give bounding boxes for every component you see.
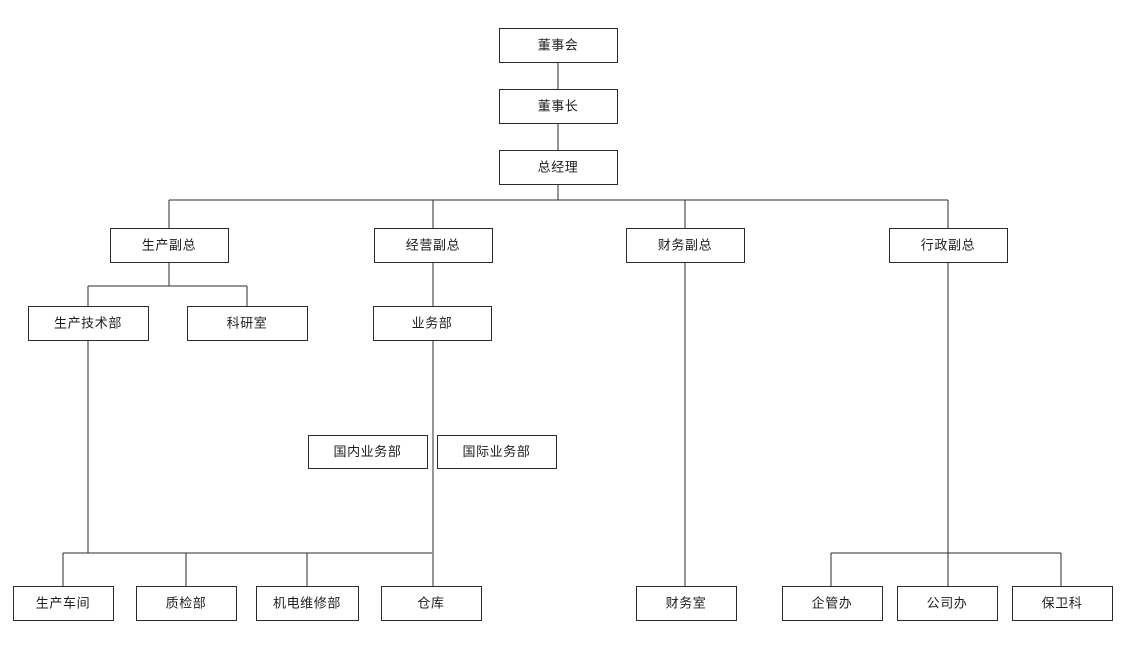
node-business-dept[interactable]: 业务部	[373, 306, 492, 341]
node-label-security-dept: 保卫科	[1042, 597, 1083, 612]
node-production-tech[interactable]: 生产技术部	[28, 306, 149, 341]
node-label-warehouse: 仓库	[417, 596, 444, 612]
node-enterprise-admin[interactable]: 企管办	[782, 586, 883, 621]
node-label-maintenance-dept: 机电维修部	[273, 597, 341, 612]
node-vp-administration[interactable]: 行政副总	[889, 228, 1008, 263]
node-label-general-manager: 总经理	[538, 161, 579, 176]
node-box-security-dept	[1012, 586, 1113, 621]
node-box-enterprise-admin	[782, 586, 883, 621]
node-box-intl-business	[437, 435, 557, 469]
node-research-office[interactable]: 科研室	[187, 306, 308, 341]
node-label-company-office: 公司办	[927, 597, 968, 612]
node-company-office[interactable]: 公司办	[897, 586, 998, 621]
node-security-dept[interactable]: 保卫科	[1012, 586, 1113, 621]
node-label-board: 董事会	[538, 39, 579, 54]
node-label-workshop: 生产车间	[36, 596, 90, 612]
node-domestic-business[interactable]: 国内业务部	[308, 435, 428, 469]
node-intl-business[interactable]: 国际业务部	[437, 435, 557, 469]
node-label-intl-business: 国际业务部	[462, 444, 530, 460]
node-box-workshop	[13, 586, 114, 621]
node-box-research-office	[187, 306, 308, 341]
node-vp-production[interactable]: 生产副总	[110, 228, 229, 263]
node-label-chairman: 董事长	[538, 100, 579, 115]
node-label-quality-dept: 质检部	[166, 597, 207, 612]
node-label-finance-office: 财务室	[666, 596, 707, 612]
node-label-vp-finance: 财务副总	[658, 238, 712, 254]
node-box-domestic-business	[308, 435, 428, 469]
node-box-vp-administration	[889, 228, 1008, 263]
node-maintenance-dept[interactable]: 机电维修部	[256, 586, 359, 621]
node-finance-office[interactable]: 财务室	[636, 586, 737, 621]
node-box-vp-production	[110, 228, 229, 263]
node-box-maintenance-dept	[256, 586, 359, 621]
node-box-quality-dept	[136, 586, 237, 621]
node-box-business-dept	[373, 306, 492, 341]
node-label-enterprise-admin: 企管办	[812, 596, 853, 612]
node-box-vp-operations	[374, 228, 493, 263]
node-vp-operations[interactable]: 经营副总	[374, 228, 493, 263]
node-board[interactable]: 董事会	[499, 28, 618, 63]
node-box-finance-office	[636, 586, 737, 621]
node-vp-finance[interactable]: 财务副总	[626, 228, 745, 263]
node-box-warehouse	[381, 586, 482, 621]
node-general-manager[interactable]: 总经理	[499, 150, 618, 185]
node-box-chairman	[499, 89, 618, 124]
node-box-board	[499, 28, 618, 63]
node-box-general-manager	[499, 150, 618, 185]
node-label-domestic-business: 国内业务部	[333, 444, 401, 460]
node-label-vp-production: 生产副总	[142, 239, 196, 254]
node-chairman[interactable]: 董事长	[499, 89, 618, 124]
node-warehouse[interactable]: 仓库	[381, 586, 482, 621]
node-box-company-office	[897, 586, 998, 621]
node-workshop[interactable]: 生产车间	[13, 586, 114, 621]
connector-layer	[62, 62, 1062, 586]
node-label-research-office: 科研室	[227, 316, 268, 332]
node-label-production-tech: 生产技术部	[54, 317, 122, 332]
node-box-vp-finance	[626, 228, 745, 263]
node-label-vp-operations: 经营副总	[406, 239, 460, 254]
node-label-vp-administration: 行政副总	[921, 239, 975, 254]
node-box-production-tech	[28, 306, 149, 341]
node-quality-dept[interactable]: 质检部	[136, 586, 237, 621]
node-label-business-dept: 业务部	[412, 316, 453, 332]
